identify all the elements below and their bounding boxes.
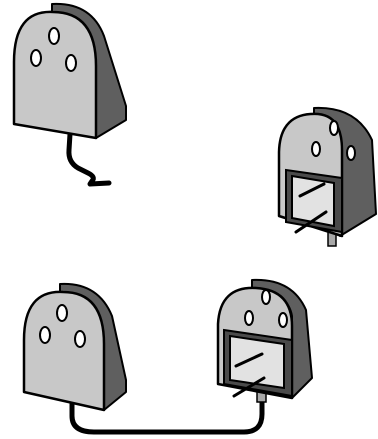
- unplugged-three-pin-plug: [12, 2, 127, 187]
- connected-plug-pin-left: [39, 326, 51, 344]
- connected-plug: [22, 282, 127, 412]
- plug-pin-top: [48, 27, 60, 45]
- connected-socket-contact-upper: [234, 352, 264, 368]
- connecting-cable: [69, 395, 265, 435]
- plug-cable: [66, 131, 112, 187]
- socket-contact-lower: [294, 210, 328, 234]
- connected-socket-plate: [229, 334, 285, 390]
- plug-body-face: [12, 10, 98, 140]
- plug-pin-left: [30, 49, 42, 67]
- socket-contact-upper: [298, 182, 326, 198]
- empty-three-pin-socket: [277, 106, 377, 247]
- connected-socket-pin-hole-left: [244, 310, 254, 326]
- connected-plug-pin-right: [74, 330, 86, 348]
- connected-pair: [22, 278, 313, 435]
- plug-pin-right: [65, 54, 77, 72]
- connected-plug-pin-top: [56, 304, 68, 322]
- connected-socket-contact-lower: [232, 376, 266, 398]
- socket-pin-hole-right: [346, 145, 356, 161]
- socket-plate: [291, 174, 335, 228]
- socket-pin-hole-top: [329, 120, 339, 136]
- connected-socket-pin-hole-top: [261, 289, 271, 305]
- connected-socket: [216, 278, 313, 403]
- socket-pin-hole-left: [311, 141, 321, 157]
- connected-socket-pin-hole-right: [278, 312, 288, 328]
- connected-plug-body-face: [22, 290, 106, 412]
